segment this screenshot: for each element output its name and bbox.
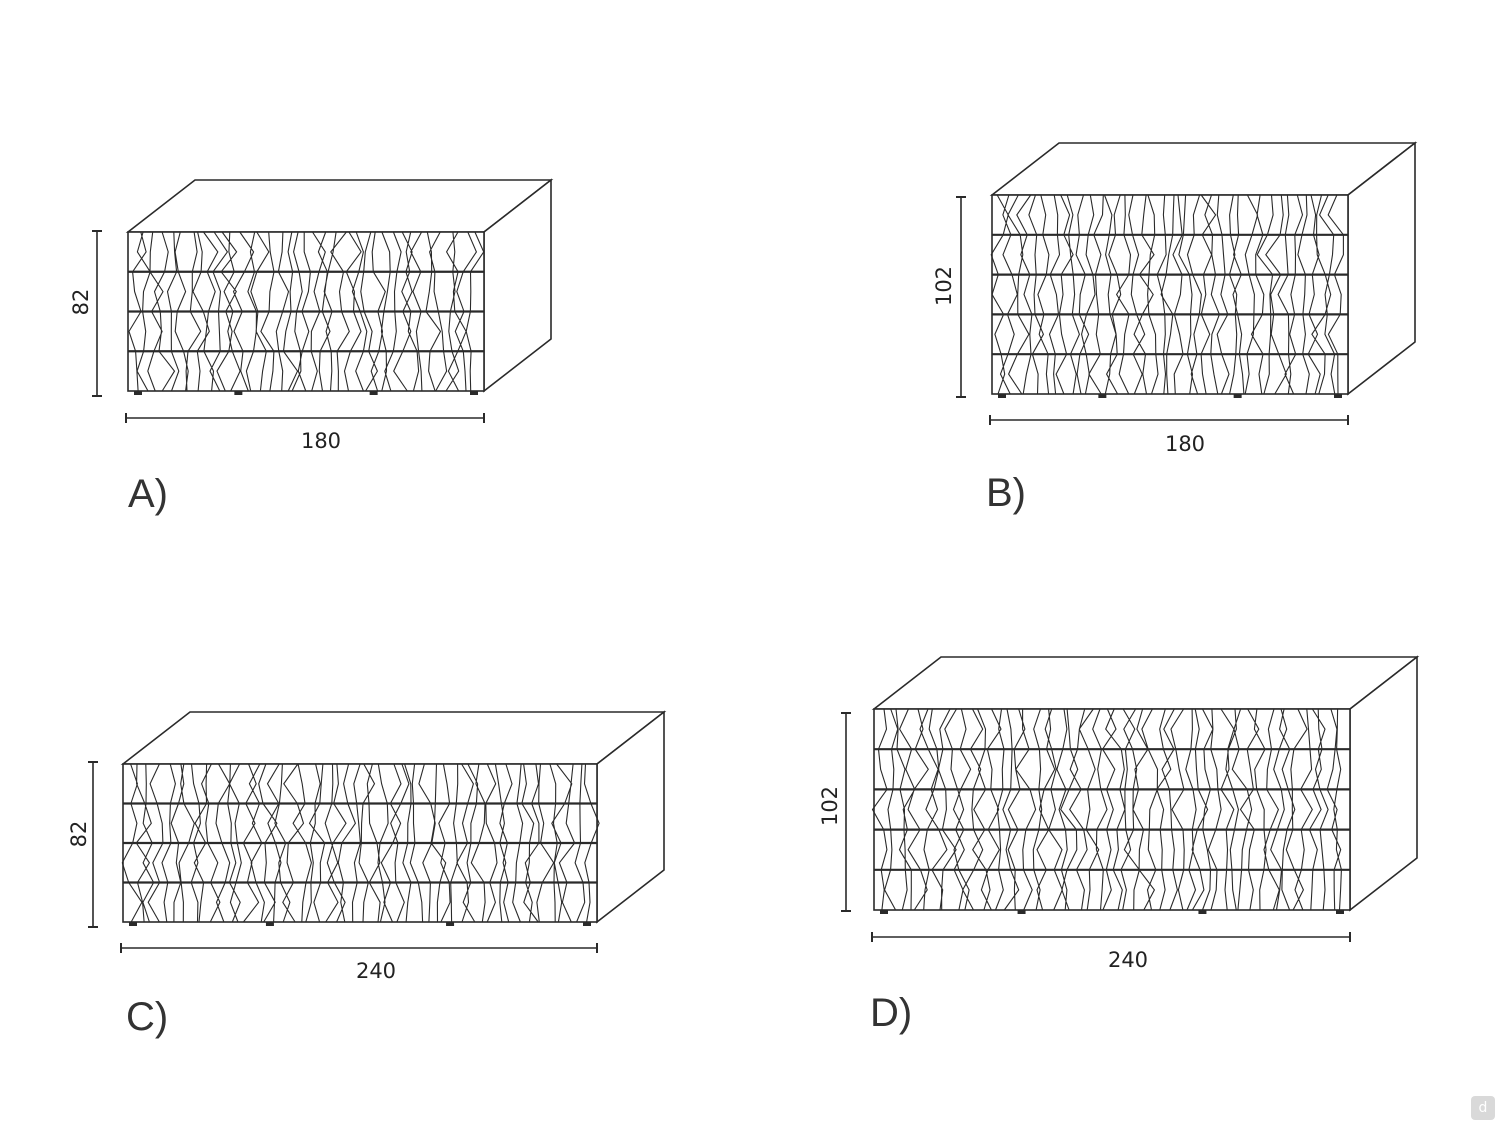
figure-d-width-label: 240 (1108, 948, 1148, 972)
foot (880, 910, 888, 914)
foot (234, 391, 243, 395)
figure-c (88, 710, 667, 953)
top-face (125, 179, 554, 233)
figure-d-height-label: 102 (818, 786, 842, 826)
top-face (989, 142, 1418, 196)
figure-a-label: A) (128, 472, 168, 516)
zigzag-lines (990, 194, 1344, 395)
figure-d-label: D) (870, 991, 912, 1035)
foot (265, 922, 274, 926)
watermark-logo: d (1471, 1096, 1495, 1120)
foot (129, 922, 137, 926)
zigzag-lines (128, 231, 485, 392)
figure-d (841, 655, 1420, 942)
figure-b-label: B) (986, 471, 1026, 515)
foot (446, 922, 455, 926)
foot (369, 391, 378, 395)
foot (1098, 394, 1107, 398)
figure-a-height-label: 82 (69, 289, 93, 316)
figure-b-height-label: 102 (932, 266, 956, 306)
foot (998, 394, 1006, 398)
foot (1334, 394, 1342, 398)
figure-c-width-label: 240 (356, 959, 396, 983)
figure-c-height-label: 82 (67, 821, 91, 848)
foot (134, 391, 142, 395)
zigzag-lines (871, 708, 1342, 911)
foot (1233, 394, 1242, 398)
front-pattern (121, 763, 600, 923)
foot (470, 391, 478, 395)
figure-a (92, 178, 554, 423)
figure-a-width-label: 180 (301, 429, 341, 453)
foot (1017, 910, 1026, 914)
foot (583, 922, 591, 926)
figure-b-width-label: 180 (1165, 432, 1205, 456)
front-pattern (128, 231, 485, 392)
front-face (991, 194, 1349, 395)
foot (1336, 910, 1344, 914)
top-face (871, 656, 1420, 710)
front-pattern (871, 708, 1342, 911)
zigzag-lines (121, 763, 600, 923)
figure-c-label: C) (126, 995, 168, 1039)
foot (1198, 910, 1207, 914)
top-face (120, 711, 667, 765)
front-pattern (990, 194, 1344, 395)
figure-b (956, 141, 1418, 425)
